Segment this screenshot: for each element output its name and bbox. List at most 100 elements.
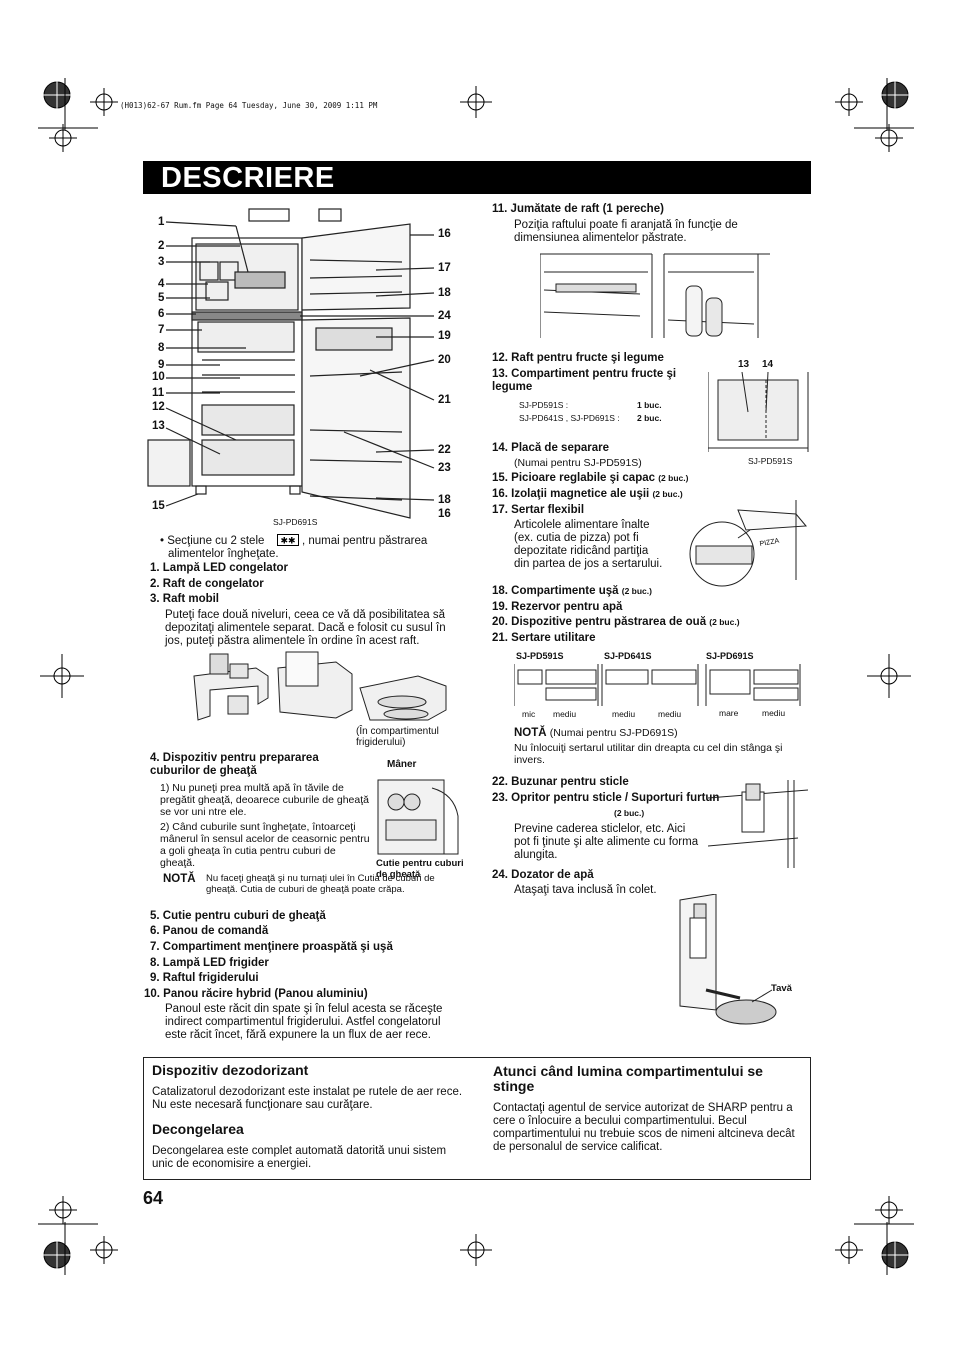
- deodorizer-title: Dispozitiv dezodorizant: [152, 1064, 308, 1077]
- item-11: 11. Jumătate de raft (1 pereche): [492, 203, 664, 216]
- item-16-qty: (2 buc.): [652, 489, 682, 499]
- tray-label: Tavă: [771, 984, 792, 994]
- item-20-label: 20. Dispozitive pentru păstrarea de ouă: [492, 616, 706, 628]
- item-23: 23. Opritor pentru sticle / Suporturi fu…: [492, 792, 719, 805]
- vegetable-drawer-illustration: [708, 372, 810, 454]
- util-label-mediu-2: mediu: [612, 709, 635, 719]
- item-15-qty: (2 buc.): [658, 473, 688, 483]
- callout-24: 24: [438, 310, 451, 322]
- movable-shelf-illustrations: [188, 648, 458, 724]
- util-label-mediu-1: mediu: [553, 709, 576, 719]
- item-16: 16. Izolaţii magnetice ale uşii (2 buc.): [492, 488, 683, 501]
- item-22: 22. Buzunar pentru sticle: [492, 776, 629, 789]
- item-11-desc: Poziţia raftului poate fi aranjată în fu…: [514, 219, 774, 245]
- item-21-note-model: (Numai pentru SJ-PD691S): [550, 727, 678, 739]
- item-12: 12. Raft pentru fructe şi legume: [492, 352, 664, 365]
- water-dispenser-illustration: [676, 894, 806, 1036]
- drawer-callout-13: 13: [738, 360, 749, 370]
- light-title: Atunci când lumina compartimentului se s…: [493, 1064, 763, 1094]
- page-title: DESCRIERE: [161, 162, 335, 195]
- item-16-label: 16. Izolaţii magnetice ale uşii: [492, 488, 649, 500]
- item-2: 2. Raft de congelator: [150, 578, 264, 591]
- item-4-note-2: 2) Când cuburile sunt îngheţate, întoarc…: [160, 821, 372, 869]
- item-6: 6. Panou de comandă: [150, 925, 268, 938]
- flexible-drawer-illustration: PIZZA: [676, 500, 812, 590]
- item-13-model-1: SJ-PD591S :: [519, 400, 568, 410]
- item-17-desc: Articolele alimentare înalte (ex. cutia …: [514, 519, 664, 571]
- item-4-note-label: NOTĂ: [163, 873, 196, 886]
- callout-17: 17: [438, 262, 451, 274]
- item-23-desc: Previne caderea sticlelor, etc. Aici pot…: [514, 823, 704, 862]
- callout-12: 12: [152, 401, 165, 413]
- item-5: 5. Cutie pentru cuburi de gheaţă: [150, 910, 326, 923]
- item-13-qty-2: 2 buc.: [637, 413, 662, 423]
- item-21-note-label: NOTĂ: [514, 727, 547, 739]
- ice-box-label: Cutie pentru cuburi de gheaţă: [376, 858, 466, 880]
- light-text: Contactaţi agentul de service autorizat …: [493, 1102, 805, 1154]
- callout-7: 7: [158, 324, 164, 336]
- callout-18-top: 18: [438, 287, 451, 299]
- star-note-cont: , numai pentru păstrarea alimentelor îng…: [168, 535, 468, 561]
- title-banner: DESCRIERE: [143, 161, 811, 194]
- callout-6: 6: [158, 308, 164, 320]
- item-4: 4. Dispozitiv pentru prepararea cuburilo…: [150, 752, 355, 778]
- bottle-stopper-illustration: [708, 780, 808, 868]
- item-18: 18. Compartimente uşă (2 buc.): [492, 585, 652, 598]
- util-model-2: SJ-PD641S: [604, 651, 652, 661]
- drawer-model-label: SJ-PD591S: [748, 456, 792, 466]
- item-10: 10. Panou răcire hybrid (Panou aluminiu): [144, 988, 368, 1001]
- callout-8: 8: [158, 342, 164, 354]
- item-24: 24. Dozator de apă: [492, 869, 594, 882]
- ice-maker-illustration: [376, 776, 460, 858]
- item-18-label: 18. Compartimente uşă: [492, 585, 619, 597]
- info-box: Dispozitiv dezodorizant Catalizatorul de…: [143, 1057, 811, 1180]
- item-13-qty-1: 1 buc.: [637, 400, 662, 410]
- callout-21: 21: [438, 394, 451, 406]
- item-14-desc: (Numai pentru SJ-PD591S): [514, 458, 642, 469]
- item-13: 13. Compartiment pentru fructe şi legume: [492, 368, 702, 394]
- item-21: 21. Sertare utilitare: [492, 632, 596, 645]
- file-info-header: (H013)62-67 Rum.fm Page 64 Tuesday, June…: [120, 99, 377, 112]
- defrost-text: Decongelarea este complet automată dator…: [152, 1145, 452, 1171]
- callout-15: 15: [152, 500, 165, 512]
- item-21-note-text: Nu înlocuiţi sertarul utilitar din dreap…: [514, 742, 814, 766]
- util-model-1: SJ-PD591S: [516, 651, 564, 661]
- item-23-line2: (2 buc.): [514, 807, 644, 820]
- item-18-qty: (2 buc.): [622, 586, 652, 596]
- drawer-callout-14: 14: [762, 360, 773, 370]
- callout-1: 1: [158, 216, 164, 228]
- item-17: 17. Sertar flexibil: [492, 504, 584, 517]
- item-23-qty: (2 buc.): [614, 808, 644, 818]
- item-3: 3. Raft mobil: [150, 593, 219, 606]
- item-8: 8. Lampă LED frigider: [150, 957, 269, 970]
- item-15-label: 15. Picioare reglabile şi capac: [492, 472, 655, 484]
- item-15: 15. Picioare reglabile şi capac (2 buc.): [492, 472, 688, 485]
- callout-3: 3: [158, 256, 164, 268]
- deodorizer-text: Catalizatorul dezodorizant este instalat…: [152, 1086, 472, 1112]
- callout-13: 13: [152, 420, 165, 432]
- callout-10: 10: [152, 371, 165, 383]
- item-4-note-1: 1) Nu puneţi prea multă apă în tăvile de…: [160, 782, 372, 818]
- util-label-mediu-3: mediu: [658, 709, 681, 719]
- item-13-model-2: SJ-PD641S , SJ-PD691S :: [519, 413, 620, 423]
- movable-shelf-caption: (În compartimentul frigiderului): [356, 726, 456, 748]
- fridge-model-label: SJ-PD691S: [273, 517, 317, 527]
- util-label-mediu-4: mediu: [762, 708, 785, 718]
- item-19: 19. Rezervor pentru apă: [492, 601, 622, 614]
- util-label-mare: mare: [719, 708, 738, 718]
- fridge-diagram: [140, 200, 460, 530]
- item-24-desc: Ataşaţi tava inclusă în colet.: [514, 884, 657, 897]
- util-label-mic: mic: [522, 709, 535, 719]
- item-1: 1. Lampă LED congelator: [150, 562, 288, 575]
- handle-label: Mâner: [387, 760, 416, 770]
- callout-23: 23: [438, 462, 451, 474]
- callout-9: 9: [158, 359, 164, 371]
- callout-19: 19: [438, 330, 451, 342]
- callout-2: 2: [158, 240, 164, 252]
- callout-11: 11: [152, 387, 164, 399]
- item-7: 7. Compartiment menţinere proaspătă şi u…: [150, 941, 393, 954]
- callout-20: 20: [438, 354, 451, 366]
- item-10-desc: Panoul este răcit din spate şi în felul …: [165, 1003, 465, 1042]
- item-9: 9. Raftul frigiderului: [150, 972, 259, 985]
- callout-4: 4: [158, 278, 164, 290]
